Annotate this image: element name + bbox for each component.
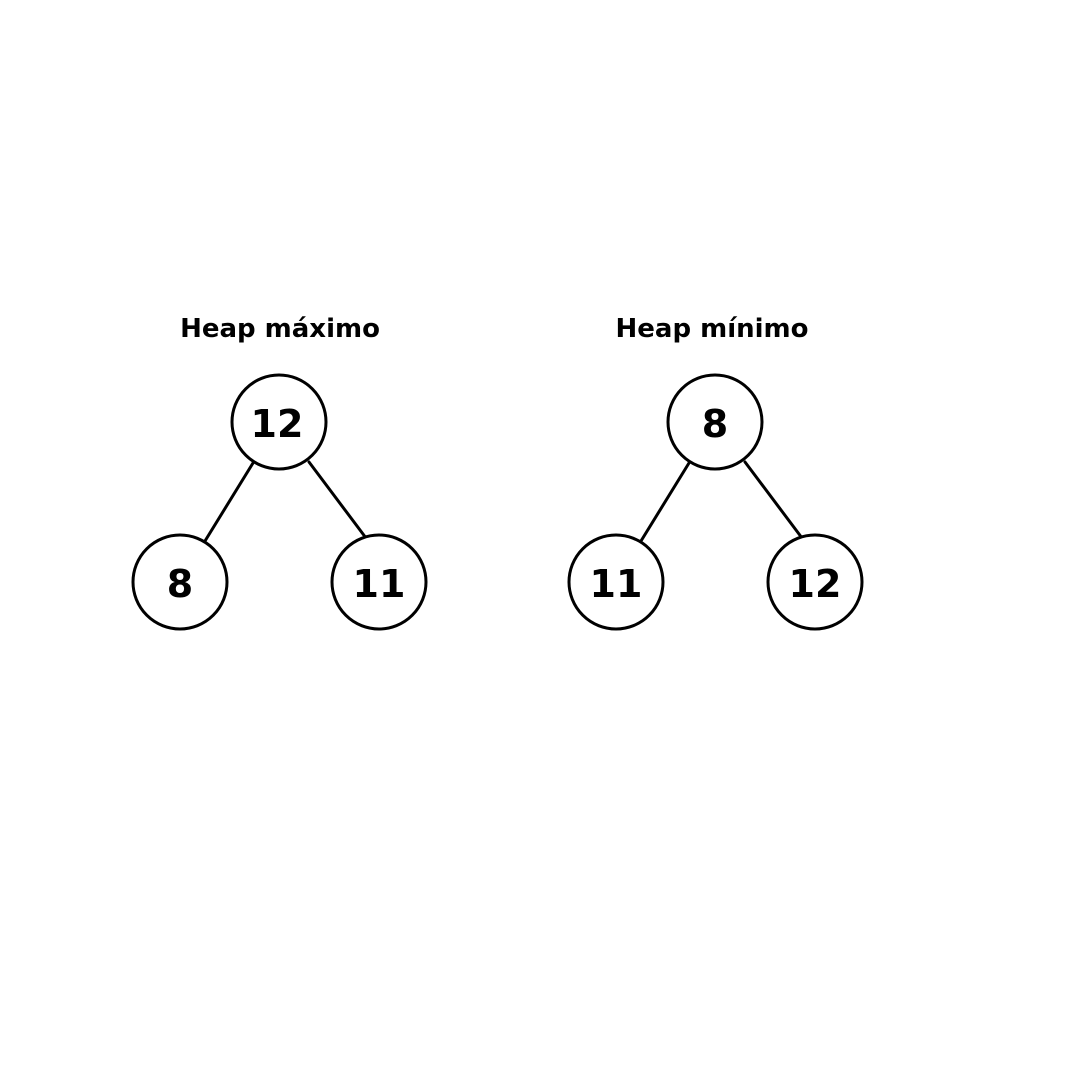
min-heap-root-node: 8 — [666, 373, 764, 471]
min-heap-right-node: 12 — [766, 533, 864, 631]
min-heap-root-value: 8 — [702, 402, 728, 446]
max-heap-edge-right — [307, 460, 368, 540]
max-heap-root-value: 12 — [251, 402, 304, 446]
max-heap-left-value: 8 — [167, 562, 193, 606]
min-heap-left-node: 11 — [567, 533, 665, 631]
max-heap-root-node: 12 — [230, 373, 328, 471]
min-heap-title: Heap mínimo — [616, 314, 809, 344]
min-heap-edge-left — [639, 461, 691, 543]
min-heap-left-value: 11 — [590, 562, 643, 606]
max-heap-right-value: 11 — [353, 562, 406, 606]
max-heap: Heap máximo 12 8 11 — [131, 314, 428, 631]
min-heap: Heap mínimo 8 11 12 — [567, 314, 864, 631]
max-heap-right-node: 11 — [330, 533, 428, 631]
min-heap-right-value: 12 — [789, 562, 842, 606]
max-heap-edge-left — [203, 461, 255, 543]
max-heap-title: Heap máximo — [180, 314, 380, 344]
min-heap-edge-right — [743, 460, 804, 540]
max-heap-left-node: 8 — [131, 533, 229, 631]
